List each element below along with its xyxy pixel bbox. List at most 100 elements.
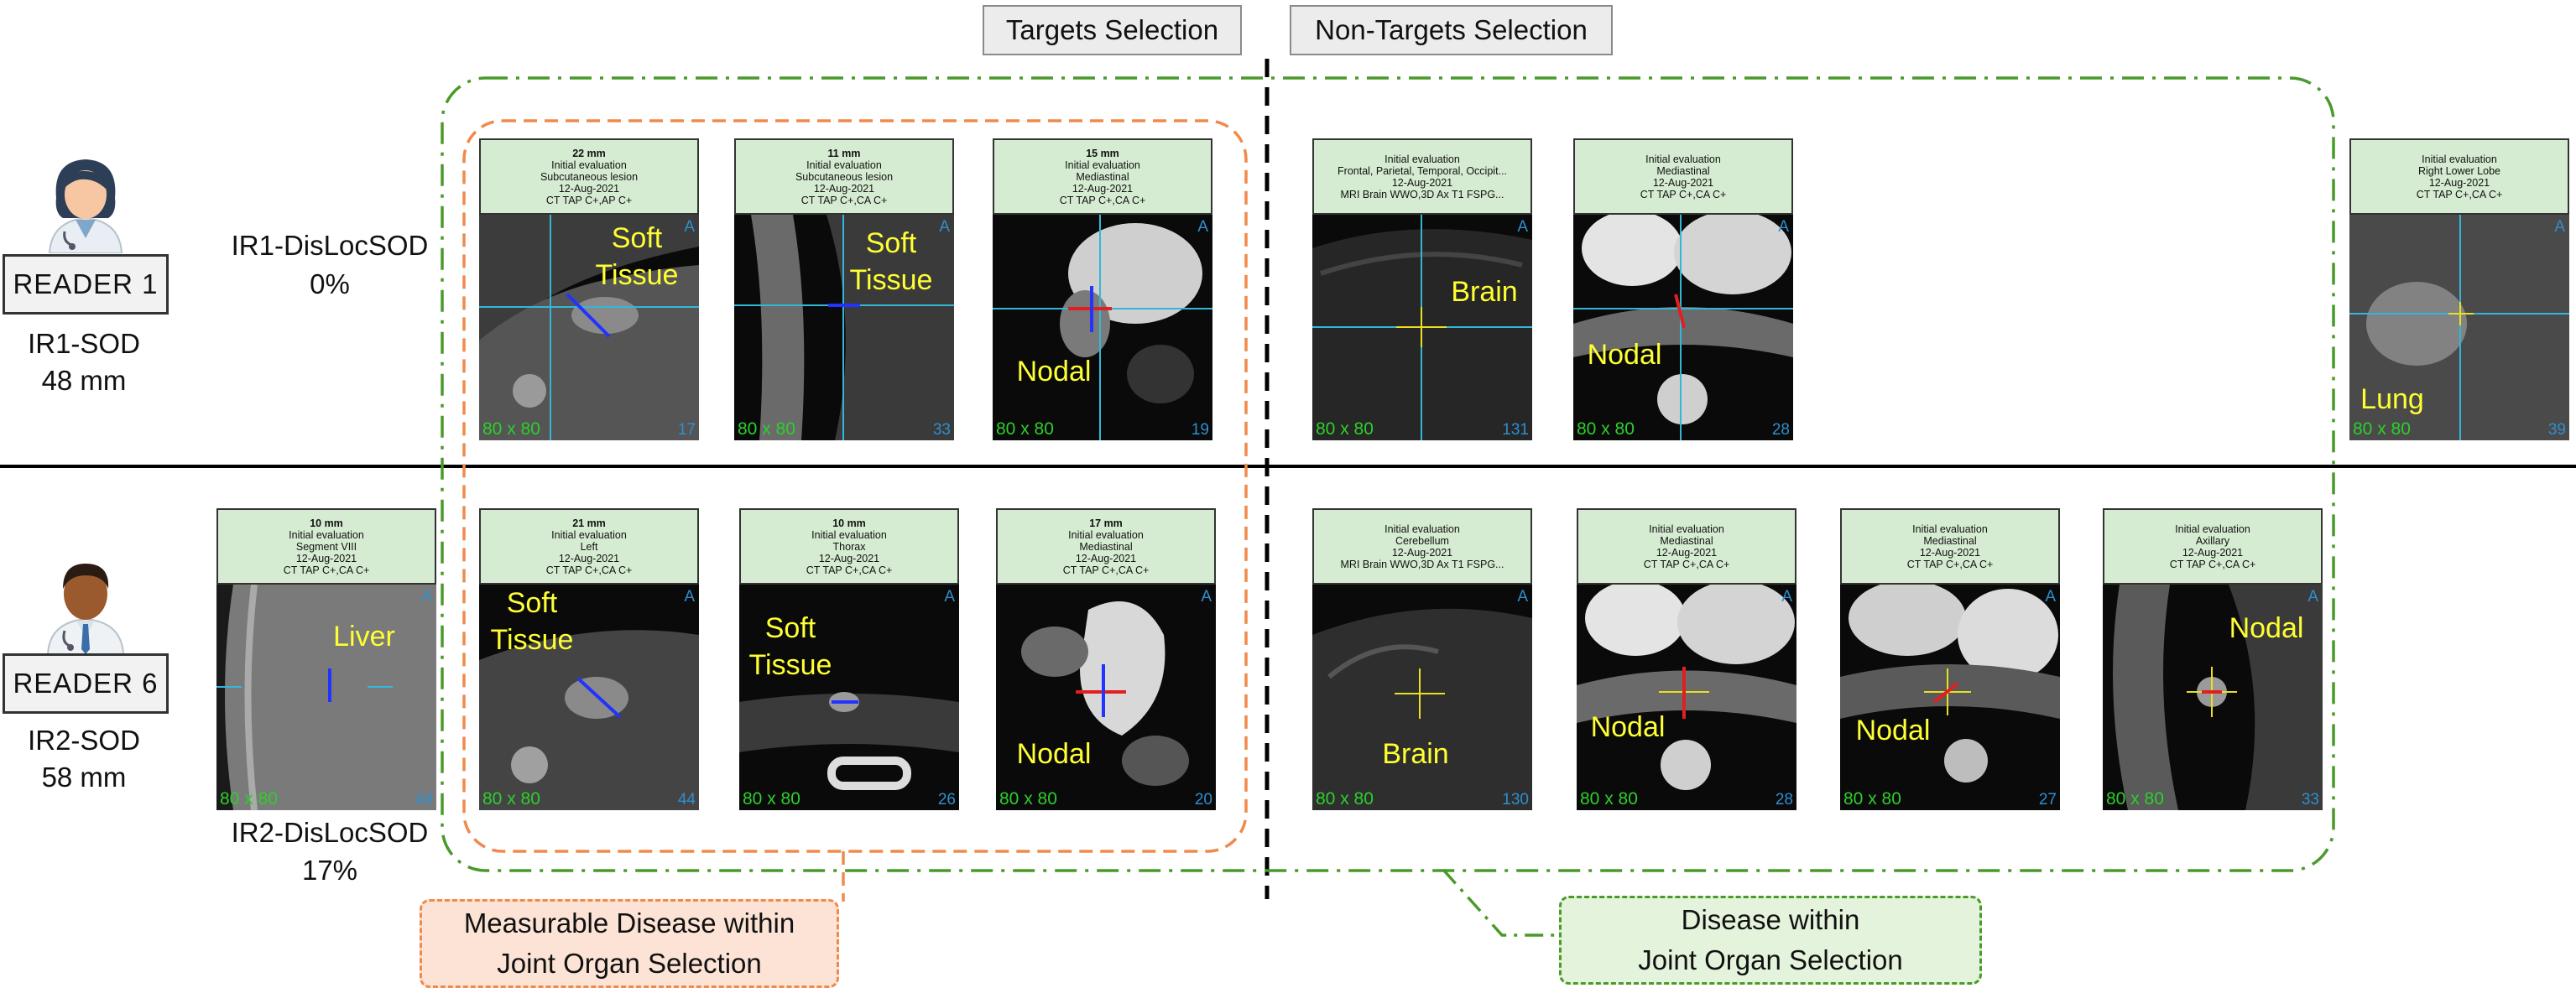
slice-number: 20 [1194,791,1212,809]
lesion-info-panel: Initial evaluation Frontal, Parietal, Te… [1312,138,1532,215]
female-doctor-avatar-icon [48,159,123,253]
organ-label: Nodal [2229,612,2304,644]
reader-6-dislocsod-value: 17% [301,855,358,886]
orientation-marker: A [1197,218,1208,236]
lesion-series: CT TAP C+,CA C+ [545,564,633,576]
lesion-timepoint: Initial evaluation [551,159,627,171]
reader-6-label: READER 6 [3,653,169,714]
measurable-legend-line1: Measurable Disease within [463,907,795,939]
organ-label: Brain [1451,276,1518,308]
lesion-info-panel: Initial evaluation Axillary 12-Aug-2021 … [2103,508,2323,585]
scan-thumbnail: Nodal 80 x 80 27 A [1840,585,2060,810]
lesion-date: 12-Aug-2021 [1652,176,1714,189]
field-of-view: 80 x 80 [1316,789,1374,809]
orientation-marker: A [1781,588,1792,606]
non-targets-selection-header: Non-Targets Selection [1290,5,1613,55]
lesion-timepoint: Initial evaluation [806,159,882,171]
lesion-card: Initial evaluation Mediastinal 12-Aug-20… [1573,138,1793,440]
slice-number: 28 [1775,791,1793,809]
orientation-marker: A [1201,588,1212,606]
lesion-info-panel: Initial evaluation Mediastinal 12-Aug-20… [1573,138,1793,215]
organ-label: Nodal [1016,356,1092,387]
slice-number: 19 [1191,421,1209,439]
field-of-view: 80 x 80 [2353,419,2411,439]
field-of-view: 80 x 80 [996,419,1054,439]
lesion-series: CT TAP C+,CA C+ [1640,188,1727,200]
field-of-view: 80 x 80 [999,789,1057,809]
field-of-view: 80 x 80 [1316,419,1374,439]
organ-label: Nodal [1855,715,1931,746]
lesion-card: 17 mm Initial evaluation Mediastinal 12-… [996,508,1216,810]
reader-1-dislocsod-value: 0% [310,268,350,299]
organ-label: Soft Tissue [849,227,933,296]
field-of-view: 80 x 80 [1580,789,1638,809]
lesion-info-panel: Initial evaluation Mediastinal 12-Aug-20… [1577,508,1796,585]
disease-legend-line2: Joint Organ Selection [1638,944,1903,975]
orientation-marker: A [2307,588,2318,606]
scan-thumbnail: Soft Tissue 80 x 80 26 A [739,585,959,810]
organ-label: Soft Tissue [490,587,574,656]
orientation-marker: A [1517,218,1528,236]
lesion-series: CT TAP C+,CA C+ [1062,564,1150,576]
lesion-info-panel: 11 mm Initial evaluation Subcutaneous le… [734,138,954,215]
targets-selection-header: Targets Selection [983,5,1242,55]
lesion-info-panel: 17 mm Initial evaluation Mediastinal 12-… [996,508,1216,585]
lesion-location: Mediastinal [1923,534,1977,547]
lesion-timepoint: Initial evaluation [1645,153,1721,165]
lesion-date: 12-Aug-2021 [295,552,357,564]
lesion-location: Right Lower Lobe [2418,164,2500,177]
lesion-series: CT TAP C+,CA C+ [1906,558,1994,570]
organ-label: Liver [333,621,395,653]
lesion-card: 22 mm Initial evaluation Subcutaneous le… [479,138,699,440]
lesion-series: MRI Brain WWO,3D Ax T1 FSPG... [1340,188,1504,200]
slice-number: 26 [937,791,956,809]
lesion-card: 11 mm Initial evaluation Subcutaneous le… [734,138,954,440]
lesion-location: Subcutaneous lesion [795,170,894,183]
scan-thumbnail: Lung 80 x 80 39 A [2349,215,2569,440]
lesion-series: CT TAP C+,CA C+ [2169,558,2256,570]
lesion-card: 21 mm Initial evaluation Left 12-Aug-202… [479,508,699,810]
lesion-location: Subcutaneous lesion [540,170,639,183]
lesion-series: CT TAP C+,CA C+ [1059,194,1146,206]
lesion-timepoint: Initial evaluation [2175,523,2250,535]
lesion-card: 10 mm Initial evaluation Thorax 12-Aug-2… [739,508,959,810]
scan-thumbnail: Nodal 80 x 80 28 A [1577,585,1796,810]
scan-thumbnail: Soft Tissue 80 x 80 44 A [479,585,699,810]
disease-legend: Disease within Joint Organ Selection [1559,896,1982,985]
orientation-marker: A [1517,588,1528,606]
joint-organ-outline [441,76,2335,872]
lesion-timepoint: Initial evaluation [289,528,364,541]
orientation-marker: A [939,218,950,236]
measurable-disease-legend: Measurable Disease within Joint Organ Se… [420,899,839,988]
field-of-view: 80 x 80 [482,789,540,809]
lesion-series: CT TAP C+,CA C+ [2416,188,2503,200]
lesion-date: 12-Aug-2021 [558,552,620,564]
reader-1-sod-value: 48 mm [41,365,127,396]
organ-label: Brain [1382,738,1449,770]
lesion-date: 12-Aug-2021 [1656,546,1718,559]
lesion-series: CT TAP C+,CA C+ [800,194,888,206]
lesion-size: 22 mm [572,147,606,159]
lesion-series: CT TAP C+,CA C+ [1643,558,1730,570]
scan-thumbnail: Nodal 80 x 80 28 A [1573,215,1793,440]
field-of-view: 80 x 80 [220,789,278,809]
lesion-card: 10 mm Initial evaluation Segment VIII 12… [216,508,436,810]
lesion-location: Mediastinal [1079,540,1133,553]
scan-thumbnail: Brain 80 x 80 130 A [1312,585,1532,810]
lesion-timepoint: Initial evaluation [811,528,887,541]
disease-legend-line1: Disease within [1681,904,1860,935]
lesion-timepoint: Initial evaluation [551,528,627,541]
slice-number: 44 [677,791,696,809]
scan-thumbnail: Nodal 80 x 80 19 A [993,215,1212,440]
lesion-timepoint: Initial evaluation [1912,523,1988,535]
measurable-disease-outline [462,119,1248,853]
lesion-date: 12-Aug-2021 [1075,552,1137,564]
lesion-date: 12-Aug-2021 [813,182,875,195]
organ-label: Nodal [1587,339,1662,371]
lesion-card: Initial evaluation Mediastinal 12-Aug-20… [1577,508,1796,810]
lesion-size: 11 mm [827,147,861,159]
lesion-location: Axillary [2195,534,2230,547]
scan-thumbnail: Brain 80 x 80 131 A [1312,215,1532,440]
lesion-series: MRI Brain WWO,3D Ax T1 FSPG... [1340,558,1504,570]
